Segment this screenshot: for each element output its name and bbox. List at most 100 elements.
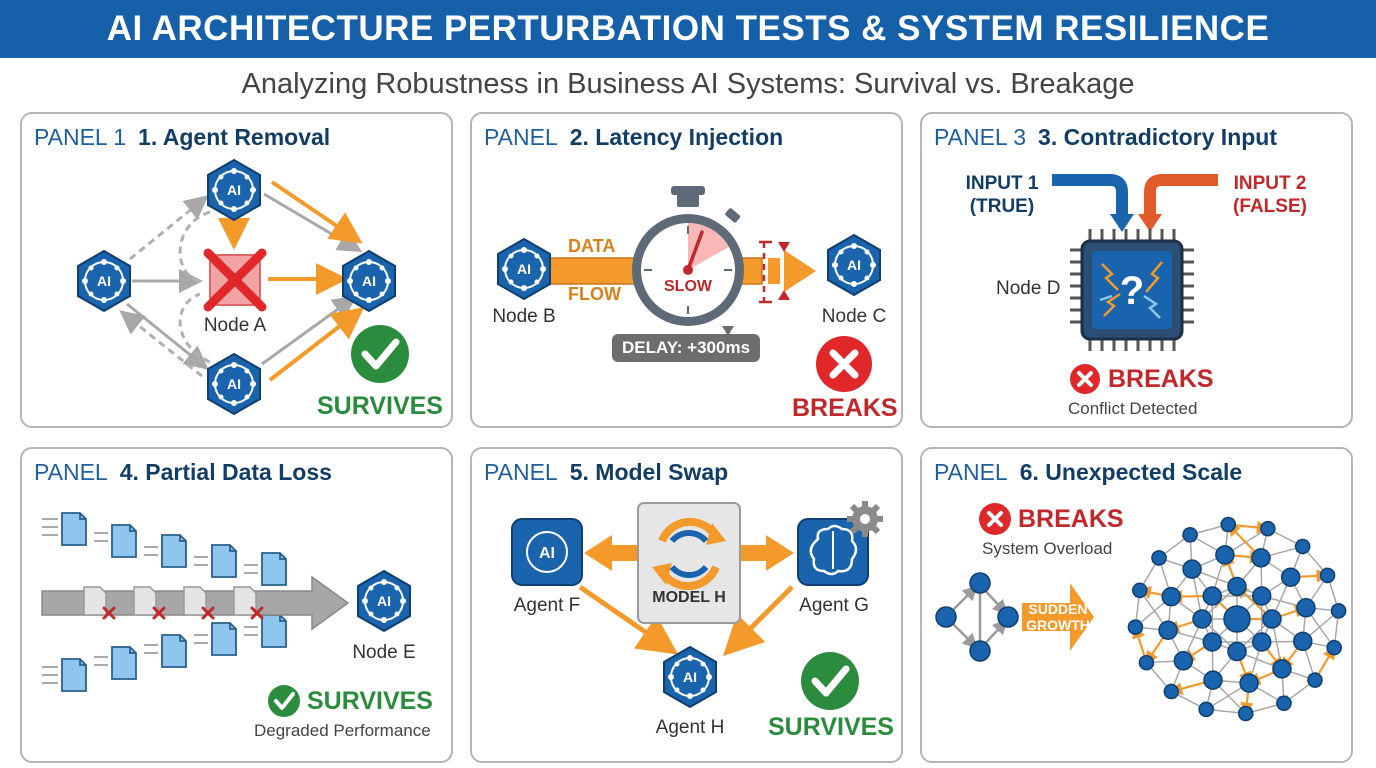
panel-title: PANEL 4. Partial Data Loss	[34, 457, 332, 487]
panel-label: PANEL 1	[34, 124, 127, 150]
network-node	[1319, 567, 1336, 584]
network-node	[1262, 609, 1282, 629]
x-mark-icon	[102, 606, 264, 620]
network-node	[1223, 605, 1251, 633]
status-note: Conflict Detected	[1068, 399, 1198, 418]
small-network-icon	[935, 572, 1019, 662]
ai-text: AI	[517, 261, 531, 277]
panel-heading: 5. Model Swap	[569, 459, 729, 485]
network-node	[1192, 609, 1212, 629]
status-note: System Overload	[982, 539, 1113, 558]
flow-label-bottom: FLOW	[568, 284, 621, 304]
network-node	[1173, 651, 1194, 671]
network-node	[1307, 672, 1323, 688]
network-node	[1294, 538, 1311, 555]
panel-title: PANEL 5. Model Swap	[484, 457, 728, 487]
panel-label: PANEL	[484, 124, 558, 150]
input-2-label: INPUT 2(FALSE)	[1233, 173, 1307, 217]
network-node	[1182, 527, 1198, 543]
latency-diagram: AI AI	[497, 186, 881, 392]
network-node	[1151, 550, 1167, 566]
panel-title: PANEL 6. Unexpected Scale	[934, 457, 1242, 487]
node-e-label: Node E	[352, 642, 416, 663]
network-node	[1227, 641, 1247, 662]
network-node	[1326, 639, 1342, 656]
ai-text: AI	[227, 376, 241, 392]
status-breaks: BREAKS	[1108, 365, 1214, 393]
network-node	[1272, 659, 1292, 679]
network-node	[1251, 586, 1272, 606]
status-survives: SURVIVES	[307, 687, 433, 715]
network-node	[1227, 576, 1247, 597]
large-network-icon	[1127, 516, 1347, 722]
panel-label: PANEL	[34, 459, 108, 485]
gear-icon	[847, 501, 883, 537]
status-note: Degraded Performance	[254, 721, 431, 740]
ai-text: AI	[847, 257, 861, 273]
page-subtitle: Analyzing Robustness in Business AI Syst…	[241, 68, 1135, 100]
network-node	[1202, 586, 1223, 606]
data-loss-diagram: AI	[41, 512, 411, 717]
page-title: AI ARCHITECTURE PERTURBATION TESTS & SYS…	[0, 0, 1376, 58]
panel-title: PANEL 2. Latency Injection	[484, 122, 783, 152]
model-swap-diagram: AI AI	[511, 501, 883, 710]
network-node	[1163, 683, 1180, 700]
panel-heading: 2. Latency Injection	[569, 124, 784, 150]
network-node	[1202, 632, 1223, 652]
panel-heading: 1. Agent Removal	[138, 124, 331, 150]
network-node	[1127, 619, 1144, 635]
network-node	[1215, 545, 1235, 565]
network-node	[1276, 695, 1292, 711]
network-node	[1220, 516, 1237, 533]
network-node	[1296, 598, 1316, 618]
agent-h-label: Agent H	[655, 717, 725, 738]
ai-text: AI	[227, 182, 241, 198]
node-b-label: Node B	[492, 306, 556, 327]
flow-label-top: DATA	[568, 236, 616, 256]
status-survives: SURVIVES	[317, 392, 443, 420]
status-breaks: BREAKS	[792, 394, 898, 422]
network-node	[1182, 559, 1202, 579]
panel-label: PANEL 3	[934, 124, 1027, 150]
status-survives: SURVIVES	[768, 713, 894, 741]
agent-f-label: Agent F	[513, 595, 581, 616]
timer-label: SLOW	[664, 278, 712, 295]
scale-diagram	[935, 503, 1347, 722]
panel-unexpected-scale: PANEL 6. Unexpected Scale BREAKS System O…	[920, 447, 1353, 763]
panel-partial-data-loss: PANEL 4. Partial Data Loss	[20, 447, 453, 763]
network-node	[1161, 586, 1181, 607]
agent-g-label: Agent G	[799, 595, 869, 616]
check-icon	[351, 325, 409, 383]
panel-label: PANEL	[934, 459, 1008, 485]
node-d-label: Node D	[996, 278, 1061, 299]
ai-text: AI	[97, 273, 111, 289]
ai-text: AI	[377, 593, 391, 609]
network-node	[1237, 705, 1254, 722]
panel-heading: 6. Unexpected Scale	[1019, 459, 1243, 485]
panel-latency-injection: PANEL 2. Latency Injection AI AI	[470, 112, 903, 428]
network-node	[1330, 603, 1347, 619]
network-node	[1158, 620, 1178, 640]
network-node	[1203, 670, 1223, 690]
network-node	[1239, 673, 1259, 693]
network-node	[1251, 548, 1271, 568]
network-node	[1132, 582, 1148, 599]
node-c-label: Node C	[821, 306, 887, 327]
panel-label: PANEL	[484, 459, 558, 485]
network-node	[1260, 520, 1276, 537]
contradictory-diagram: ?	[1052, 174, 1218, 394]
network-node	[1293, 631, 1313, 652]
network-node	[1251, 632, 1272, 652]
check-icon	[801, 652, 859, 710]
status-breaks: BREAKS	[1018, 505, 1124, 533]
document-icon	[61, 512, 287, 586]
network-node	[1198, 701, 1214, 718]
panel-heading: 4. Partial Data Loss	[119, 459, 332, 485]
node-label: Node A	[203, 315, 267, 336]
input-1-label: INPUT 1(TRUE)	[965, 173, 1039, 217]
